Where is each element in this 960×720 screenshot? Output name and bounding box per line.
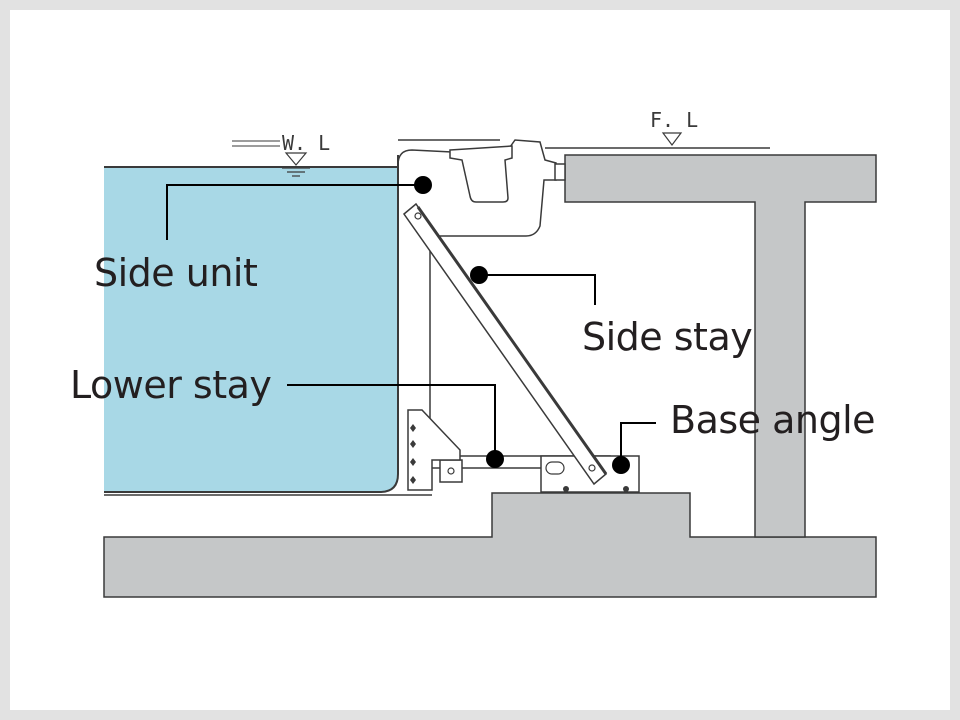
- side-stay-leader: [479, 274, 596, 305]
- side-unit-label: Side unit: [94, 251, 257, 295]
- lower-stay-leader: [287, 384, 496, 459]
- bracket-connector: [554, 163, 566, 181]
- dot-icon: [470, 266, 488, 284]
- bolt-icon: [563, 486, 569, 492]
- dot-icon: [414, 176, 432, 194]
- diamond-icon: [410, 440, 416, 448]
- diamond-icon: [410, 458, 416, 466]
- base-angle-label: Base angle: [670, 398, 875, 442]
- base-angle-leader: [620, 422, 656, 465]
- gusset-plate: [407, 409, 461, 491]
- diagram-panel: W. L F. L Side unit Side stay Lower stay…: [10, 10, 950, 710]
- concrete-foundation: [103, 492, 877, 598]
- bolt-icon: [414, 212, 422, 220]
- lower-stay-label: Lower stay: [70, 363, 271, 407]
- side-unit-leader: [166, 184, 423, 240]
- bolt-icon: [623, 486, 629, 492]
- gutter: [449, 145, 513, 203]
- base-angle-slot: [545, 461, 565, 475]
- dot-icon: [486, 450, 504, 468]
- side-stay-flange: [416, 206, 608, 475]
- diamond-icon: [410, 424, 416, 432]
- side-unit-wall: [104, 155, 399, 493]
- water-body: [104, 167, 398, 492]
- tank-support-diagram: W. L F. L Side unit Side stay Lower stay…: [70, 108, 877, 598]
- lower-stay-plate: [439, 459, 463, 483]
- triangle-down-icon: [284, 152, 308, 166]
- bolt-icon: [588, 464, 596, 472]
- side-stay-label: Side stay: [582, 315, 752, 359]
- concrete-beam: [564, 154, 877, 538]
- water-level-label: W. L: [282, 131, 330, 155]
- floor-level-label: F. L: [650, 108, 698, 132]
- diamond-icon: [410, 476, 416, 484]
- triangle-down-icon: [661, 132, 683, 146]
- dot-icon: [612, 456, 630, 474]
- bolt-icon: [447, 467, 455, 475]
